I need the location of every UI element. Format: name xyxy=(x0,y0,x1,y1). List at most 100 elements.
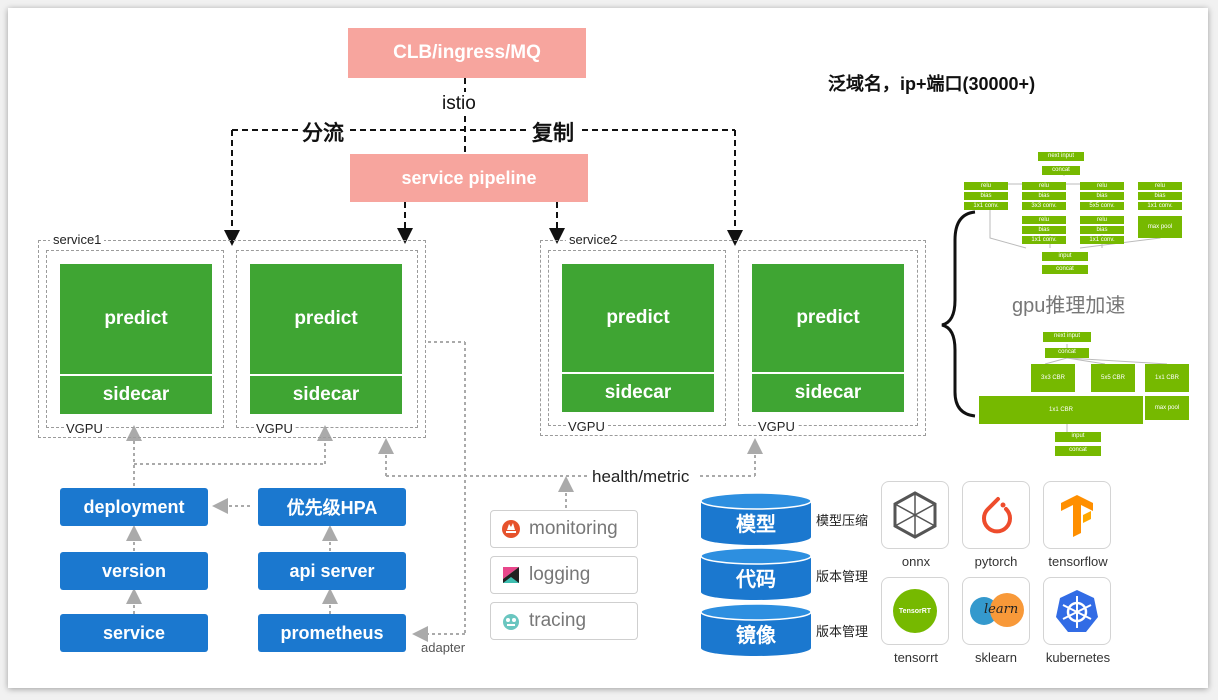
service-pipeline-box: service pipeline xyxy=(350,154,588,202)
logging-label: logging xyxy=(529,564,591,585)
image-note: 版本管理 xyxy=(816,624,869,639)
maxpool-node: max pool xyxy=(1138,216,1182,238)
input-node: input xyxy=(1042,252,1088,261)
conv-node: 1x1 conv. xyxy=(1080,236,1124,244)
pytorch-label: pytorch xyxy=(974,554,1018,569)
service1-pod2 xyxy=(236,250,418,428)
tracing-icon xyxy=(503,614,519,630)
predict-box: predict xyxy=(752,264,904,372)
conv-node: 1x1 conv. xyxy=(1138,202,1182,210)
service2-pod2 xyxy=(738,250,918,426)
onnx-label: onnx xyxy=(901,554,931,569)
sidecar-box: sidecar xyxy=(752,372,904,412)
gpu-network-2: next input concat 3x3 CBR 5x5 CBR 1x1 CB… xyxy=(975,330,1195,458)
gpu-network-1: next input concat relu bias 1x1 conv. re… xyxy=(962,150,1192,280)
sidecar-box: sidecar xyxy=(60,374,212,414)
kubernetes-tile xyxy=(1043,577,1111,645)
logging-icon xyxy=(503,567,519,583)
monitoring-icon xyxy=(502,520,520,538)
concat-node: concat xyxy=(1055,446,1101,456)
tensorflow-icon xyxy=(1061,495,1093,537)
concat-node: concat xyxy=(1045,348,1089,358)
code-cylinder: 代码 xyxy=(700,547,812,600)
model-label: 模型 xyxy=(736,513,776,536)
domain-note: 泛域名，ip+端口(30000+) xyxy=(828,74,1036,94)
tensorrt-logo-text: TensorRT xyxy=(898,607,932,615)
api-server-box: api server xyxy=(258,552,406,590)
sidecar-box: sidecar xyxy=(562,372,714,412)
onnx-tile xyxy=(881,481,949,549)
monitoring-label: monitoring xyxy=(529,518,618,539)
cbr-node: 1x1 CBR xyxy=(1145,364,1189,392)
input-node: input xyxy=(1055,432,1101,442)
conv-node: 1x1 conv. xyxy=(964,202,1008,210)
conv-node: 5x5 conv. xyxy=(1080,202,1124,210)
maxpool-node: max pool xyxy=(1145,396,1189,420)
pytorch-tile xyxy=(962,481,1030,549)
service1-group xyxy=(38,240,426,438)
service2-group xyxy=(540,240,926,436)
tensorrt-tile: TensorRT xyxy=(881,577,949,645)
cbr-node: 5x5 CBR xyxy=(1091,364,1135,392)
adapter-label: adapter xyxy=(421,640,466,655)
pytorch-icon xyxy=(982,497,1012,534)
service2-pod1 xyxy=(548,250,726,426)
bias-node: bias xyxy=(964,192,1008,200)
bias-node: bias xyxy=(1138,192,1182,200)
predict-box: predict xyxy=(562,264,714,372)
next-input-node: next input xyxy=(1043,332,1091,342)
sklearn-icon: learn xyxy=(968,591,1024,631)
service1-pod1 xyxy=(46,250,224,428)
tracing-label: tracing xyxy=(529,610,587,631)
kubernetes-icon xyxy=(1056,590,1098,632)
onnx-icon xyxy=(893,491,937,539)
tracing-tool: tracing xyxy=(490,602,638,640)
vgpu-label: VGPU xyxy=(566,419,607,434)
cbr-node: 1x1 CBR xyxy=(979,396,1143,424)
bias-node: bias xyxy=(1080,192,1124,200)
bias-node: bias xyxy=(1080,226,1124,234)
image-label: 镜像 xyxy=(736,624,776,647)
monitoring-tool: monitoring xyxy=(490,510,638,548)
cbr-node: 3x3 CBR xyxy=(1031,364,1075,392)
vgpu-label: VGPU xyxy=(64,421,105,436)
relu-node: relu xyxy=(1080,182,1124,190)
gpu-title: gpu推理加速 xyxy=(1012,295,1126,317)
priority-hpa-box: 优先级HPA xyxy=(258,488,406,526)
model-note: 模型压缩 xyxy=(816,513,869,528)
relu-node: relu xyxy=(1138,182,1182,190)
image-cylinder: 镜像 xyxy=(700,603,812,656)
split-label: 分流 xyxy=(302,122,344,145)
service1-title: service1 xyxy=(50,232,105,247)
tensorrt-icon: TensorRT xyxy=(893,589,937,633)
sidecar-box: sidecar xyxy=(250,374,402,414)
predict-box: predict xyxy=(250,264,402,374)
clb-ingress-box: CLB/ingress/MQ xyxy=(348,28,586,78)
vgpu-label: VGPU xyxy=(254,421,295,436)
code-label: 代码 xyxy=(736,568,776,591)
tensorrt-label: tensorrt xyxy=(893,650,939,665)
logging-tool: logging xyxy=(490,556,638,594)
prometheus-box: prometheus xyxy=(258,614,406,652)
sklearn-tile: learn xyxy=(962,577,1030,645)
relu-node: relu xyxy=(964,182,1008,190)
vgpu-label: VGPU xyxy=(756,419,797,434)
relu-node: relu xyxy=(1022,182,1066,190)
sklearn-label: sklearn xyxy=(975,650,1017,665)
version-box: version xyxy=(60,552,208,590)
relu-node: relu xyxy=(1022,216,1066,224)
relu-node: relu xyxy=(1080,216,1124,224)
bias-node: bias xyxy=(1022,226,1066,234)
service-box: service xyxy=(60,614,208,652)
sklearn-logo-text: learn xyxy=(984,602,1019,617)
istio-label: istio xyxy=(442,93,476,114)
model-cylinder: 模型 xyxy=(700,492,812,545)
conv-node: 1x1 conv. xyxy=(1022,236,1066,244)
tensorflow-tile xyxy=(1043,481,1111,549)
deployment-box: deployment xyxy=(60,488,208,526)
copy-label: 复制 xyxy=(532,122,574,145)
tensorflow-label: tensorflow xyxy=(1048,554,1108,569)
concat-node: concat xyxy=(1042,166,1080,175)
next-input-node: next input xyxy=(1038,152,1084,161)
concat-node: concat xyxy=(1042,265,1088,274)
